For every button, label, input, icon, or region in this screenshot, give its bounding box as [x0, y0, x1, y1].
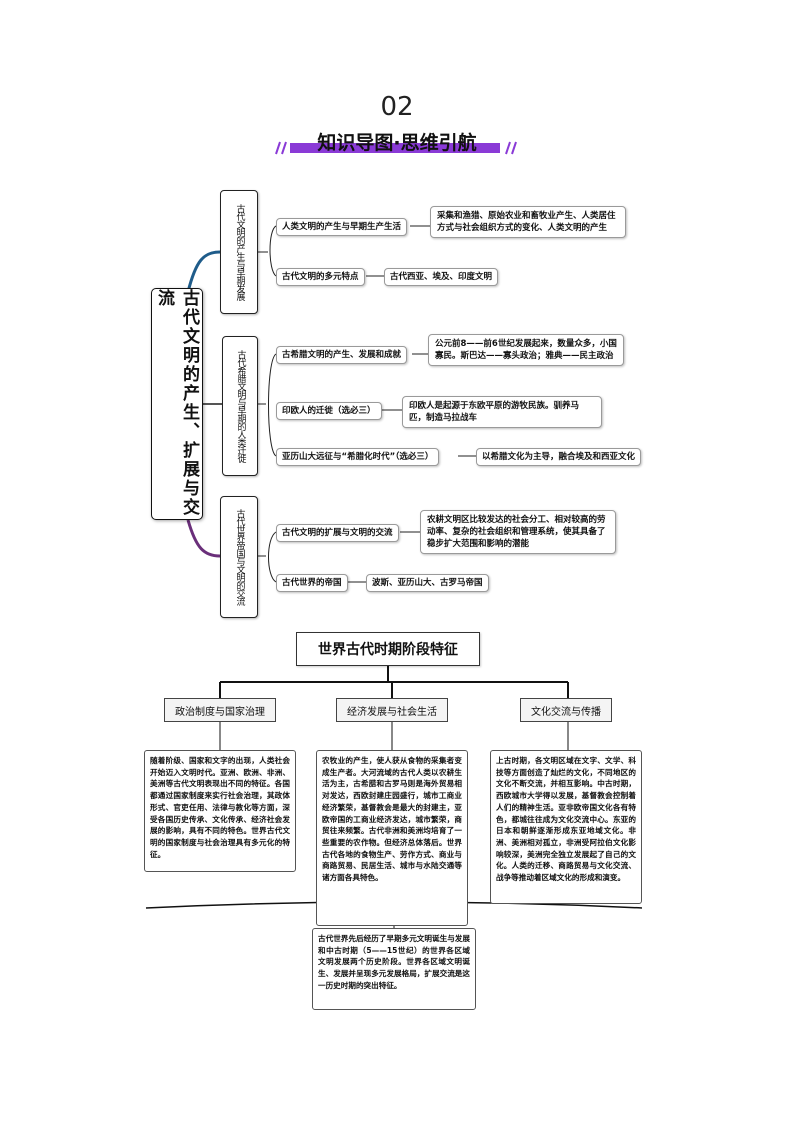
- economy-paragraph: 农牧业的产生，使人获从食物的采集者变成生产者。大河流域的古代人类以农耕生活为主，…: [316, 750, 468, 926]
- title-highlight-bar: [290, 143, 500, 153]
- category-economy: 经济发展与社会生活: [336, 698, 448, 722]
- branch-greek-civilization: 古代希腊文明与早期的人类迁徙: [222, 336, 258, 476]
- branch-world-empires: 古代世界帝国与文明的交流: [220, 496, 258, 618]
- detail-alexander-expedition: 以希腊文化为主导，融合埃及和西亚文化: [476, 448, 642, 466]
- detail-origin-of-civilization: 采集和渔猎、原始农业和畜牧业产生、人类居住方式与社会组织方式的变化、人类文明的产…: [430, 206, 626, 238]
- branch-early-civilization: 古代文明的产生与早期发展: [220, 190, 258, 314]
- category-politics: 政治制度与国家治理: [164, 698, 276, 722]
- politics-paragraph: 随着阶级、国家和文字的出现，人类社会开始迈入文明时代。亚洲、欧洲、非洲、美洲等古…: [144, 750, 296, 872]
- section-number: 02: [380, 92, 414, 122]
- leaf-alexander-expedition: 亚历山大远征与“希腊化时代”（选必三）: [276, 448, 440, 466]
- detail-indo-european-migration: 印欧人是起源于东欧平原的游牧民族。驯养马匹，制造马拉战车: [402, 396, 602, 428]
- leaf-origin-of-civilization: 人类文明的产生与早期生产生活: [276, 218, 408, 236]
- detail-diverse-features: 古代西亚、埃及、印度文明: [384, 268, 499, 286]
- leaf-greek-civilization: 古希腊文明的产生、发展和成就: [276, 346, 408, 364]
- stages-title: 世界古代时期阶段特征: [296, 632, 480, 666]
- leaf-diverse-features: 古代文明的多元特点: [276, 268, 365, 286]
- detail-expansion-exchange: 农耕文明区比较发达的社会分工、相对较高的劳动率、复杂的社会组织和管理系统，使其具…: [420, 510, 616, 554]
- culture-paragraph: 上古时期，各文明区域在文字、文学、科技等方面创造了灿烂的文化，不同地区的文化不断…: [490, 750, 642, 904]
- mindmap-root: 古代文明的产生、扩展与交流: [151, 288, 203, 520]
- leaf-ancient-empires: 古代世界的帝国: [276, 574, 348, 592]
- title-decoration: [275, 141, 517, 155]
- detail-greek-civilization: 公元前8——前6世纪发展起来，数量众多，小国寡民。斯巴达——寡头政治；雅典——民…: [428, 334, 624, 366]
- mindmap-connectors: [186, 225, 476, 583]
- category-culture: 文化交流与传播: [520, 698, 612, 722]
- detail-ancient-empires: 波斯、亚历山大、古罗马帝国: [366, 574, 489, 592]
- section-title: 知识导图·思维引航: [317, 132, 477, 154]
- leaf-indo-european-migration: 印欧人的迁徙（选必三）: [276, 402, 382, 420]
- summary-paragraph: 古代世界先后经历了早期多元文明诞生与发展和中古时期（5——15世纪）的世界各区域…: [312, 928, 476, 1010]
- leaf-expansion-exchange: 古代文明的扩展与文明的交流: [276, 524, 399, 542]
